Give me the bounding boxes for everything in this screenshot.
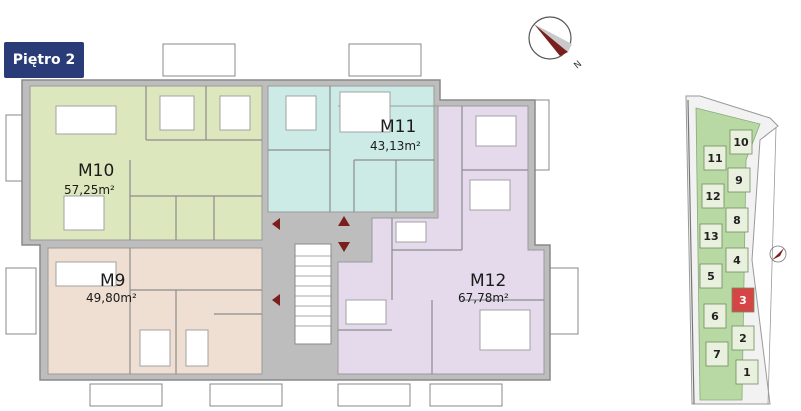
compass-icon: N (528, 16, 585, 71)
furniture (55, 91, 531, 367)
apartment-area-m10: 57,25m² (64, 183, 115, 197)
site-building-6[interactable]: 6 (703, 303, 727, 329)
floor-badge[interactable]: Piętro 2 (4, 42, 84, 78)
site-compass-icon (769, 245, 787, 263)
entrance-arrow-icon (338, 242, 350, 252)
site-building-12[interactable]: 12 (701, 183, 725, 209)
entrance-arrow-icon (272, 218, 280, 230)
apartment-area-m9: 49,80m² (86, 291, 137, 305)
site-building-13[interactable]: 13 (699, 223, 723, 249)
apartment-m12[interactable] (337, 105, 545, 375)
site-building-1[interactable]: 1 (735, 359, 759, 385)
apartment-label-m9: M9 (100, 271, 125, 291)
site-building-label: 3 (739, 294, 747, 307)
site-building-9[interactable]: 9 (727, 167, 751, 193)
site-building-label: 13 (703, 230, 718, 243)
apartment-label-m11: M11 (380, 117, 416, 137)
site-building-label: 1 (743, 366, 751, 379)
site-building-label: 8 (733, 214, 741, 227)
site-building-label: 9 (735, 174, 743, 187)
site-building-label: 7 (713, 348, 721, 361)
site-building-4[interactable]: 4 (725, 247, 749, 273)
apartment-area-m12: 67,78m² (458, 291, 509, 305)
apartment-label-m10: M10 (78, 161, 114, 181)
entrance-arrows (272, 216, 350, 306)
site-building-label: 12 (705, 190, 720, 203)
apartment-label-m12: M12 (470, 271, 506, 291)
entrance-arrow-icon (272, 294, 280, 306)
site-building-11[interactable]: 11 (703, 145, 727, 171)
site-building-label: 11 (707, 152, 722, 165)
entrance-arrow-icon (338, 216, 350, 226)
site-building-label: 4 (733, 254, 741, 267)
apartment-area-m11: 43,13m² (370, 139, 421, 153)
staircase (294, 243, 332, 345)
site-building-7[interactable]: 7 (705, 341, 729, 367)
site-building-label: 10 (733, 136, 749, 149)
site-building-10[interactable]: 10 (729, 129, 753, 155)
site-building-8[interactable]: 8 (725, 207, 749, 233)
compass-north-label: N (573, 59, 585, 71)
site-building-label: 2 (739, 332, 747, 345)
site-building-2[interactable]: 2 (731, 325, 755, 351)
site-building-label: 5 (707, 270, 715, 283)
site-building-3[interactable]: 3 (731, 287, 755, 313)
site-building-5[interactable]: 5 (699, 263, 723, 289)
site-building-label: 6 (711, 310, 719, 323)
interior-walls (129, 86, 544, 374)
